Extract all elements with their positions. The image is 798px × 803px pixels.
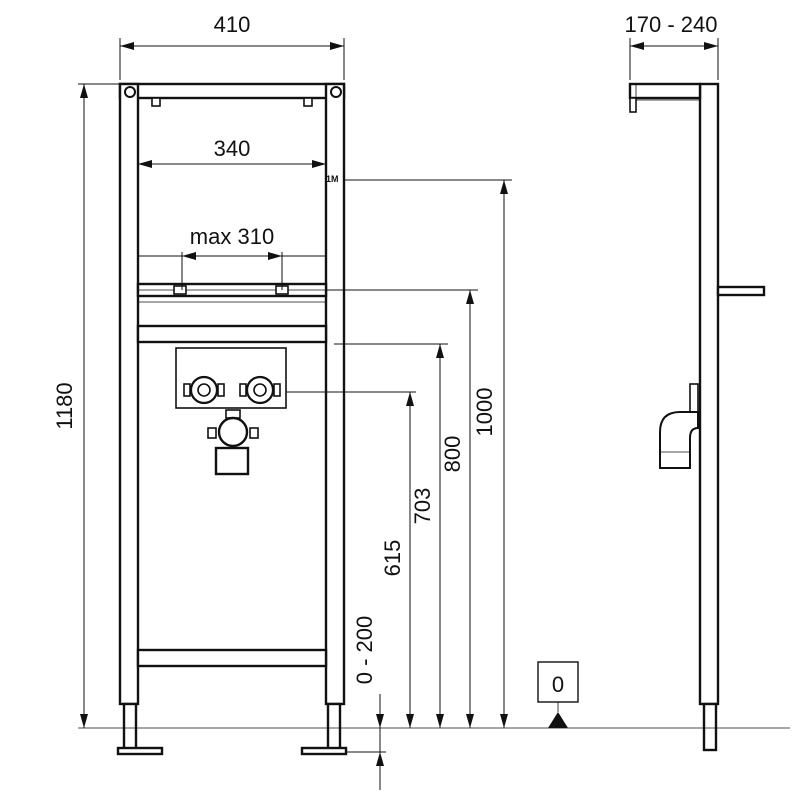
dim-label-410: 410 (214, 12, 251, 37)
left-post (118, 82, 140, 706)
elbow-icon (217, 416, 249, 448)
right-foot (300, 746, 348, 756)
dim-label-800: 800 (440, 436, 465, 473)
dimension-800: 800 (326, 289, 478, 728)
dim-label-1180: 1180 (52, 382, 77, 429)
side-crossbar-stub (716, 285, 766, 297)
dim-label-615: 615 (380, 540, 405, 577)
top-bracket (303, 97, 313, 107)
dim-label-1000: 1000 (472, 388, 497, 437)
dim-label-foot-adjust: 0 - 200 (352, 616, 377, 685)
top-rail (118, 82, 346, 100)
dimension-615: 615 (286, 391, 416, 728)
reference-level-marker: 0 (537, 661, 579, 728)
side-elbow-icon (659, 411, 699, 469)
dim-label-340: 340 (214, 136, 251, 161)
right-leg (326, 702, 342, 752)
dimension-1000: 1000 (344, 179, 512, 728)
left-leg (122, 702, 138, 752)
side-post (698, 82, 720, 706)
bolt-icon (124, 86, 136, 98)
front-view-frame: 1M (116, 82, 348, 756)
level-triangle-icon (548, 712, 568, 728)
reference-level-label: 0 (552, 672, 564, 697)
left-foot (116, 746, 164, 756)
side-top-bracket (628, 82, 702, 100)
top-bracket (151, 97, 161, 107)
dimension-1180: 1180 (52, 83, 120, 728)
drain-pipe (214, 446, 250, 476)
dimension-703: 703 (334, 343, 448, 728)
crossbar-slot (173, 285, 187, 295)
dim-label-depth: 170 - 240 (625, 12, 718, 37)
dimension-340: 340 (138, 136, 326, 168)
bottom-crossbar (136, 648, 328, 668)
dimension-foot-adjust: 0 - 200 (346, 616, 386, 790)
marker-label: 1M (326, 174, 339, 184)
side-leg (702, 702, 718, 752)
bolt-icon (330, 86, 342, 98)
side-view (628, 82, 766, 752)
dim-label-703: 703 (410, 488, 435, 525)
mid-panel-bar (136, 324, 328, 344)
dimension-410: 410 (119, 12, 345, 80)
dim-label-max-310: max 310 (190, 224, 274, 249)
dimension-depth: 170 - 240 (625, 12, 719, 80)
dimension-max-310: max 310 (138, 224, 326, 290)
fitting-assembly (175, 347, 287, 476)
